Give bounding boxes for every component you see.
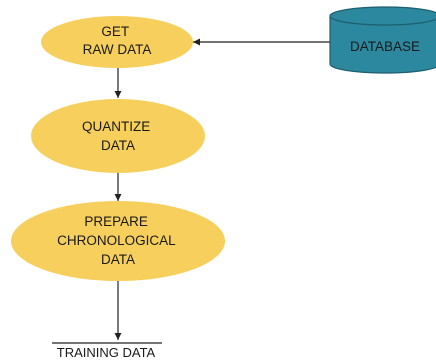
training-data-output: TRAINING DATA [52, 342, 162, 360]
node-prepare-chronological-data-shape [11, 201, 225, 281]
database-cylinder-top [329, 6, 436, 26]
node-quantize-data-shape [31, 99, 205, 173]
database-cylinder: DATABASE [329, 6, 436, 74]
node-prepare-chronological-data: PREPARE CHRONOLOGICAL DATA [11, 201, 225, 281]
node-get-raw-data-label: GET RAW DATA [83, 24, 152, 57]
node-prepare-chronological-data-label: PREPARE CHRONOLOGICAL DATA [57, 214, 179, 267]
database-label: DATABASE [350, 39, 420, 54]
training-data-label: TRAINING DATA [57, 345, 156, 360]
database-cylinder-body [329, 15, 436, 74]
node-get-raw-data-shape [41, 16, 193, 68]
node-quantize-data-label: QUANTIZE DATA [82, 119, 154, 153]
node-get-raw-data: GET RAW DATA [41, 16, 193, 68]
node-quantize-data: QUANTIZE DATA [31, 99, 205, 173]
